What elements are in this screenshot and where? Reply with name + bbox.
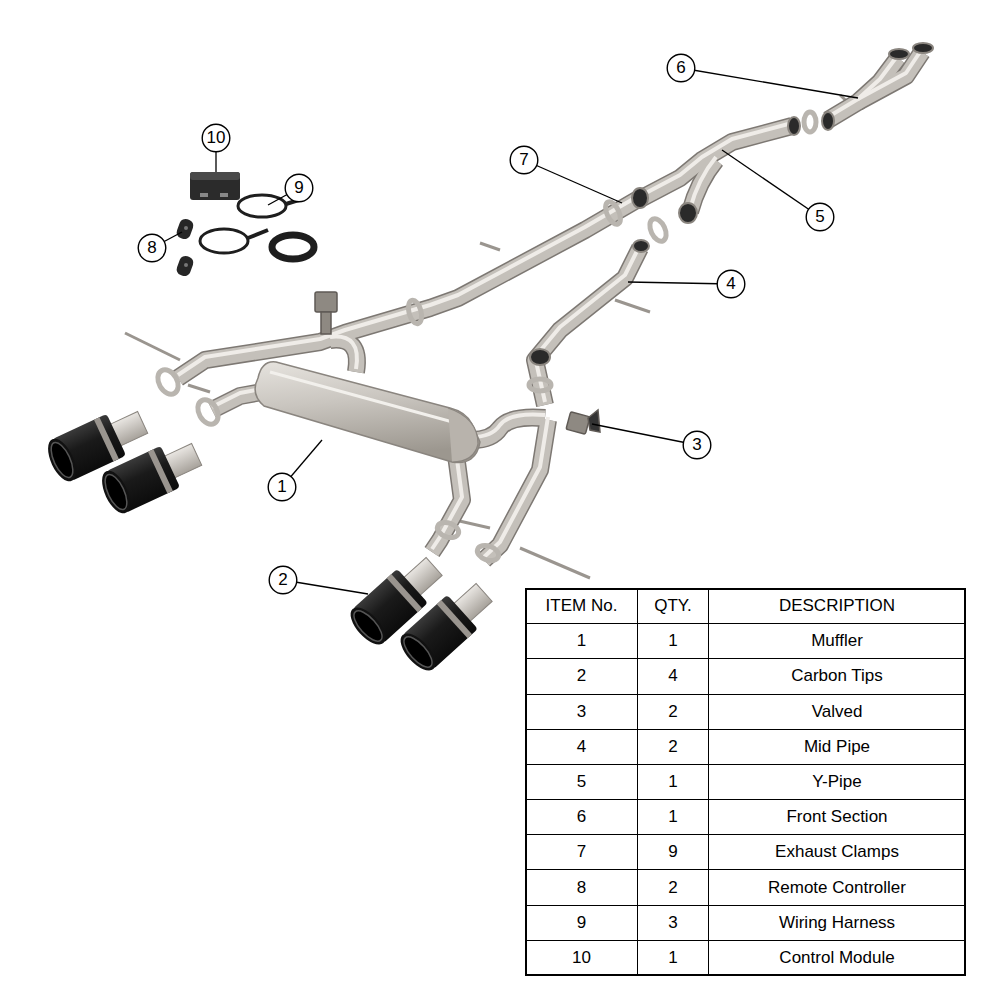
callout-circle: 2 — [268, 565, 298, 595]
table-cell: Valved — [708, 694, 966, 730]
table-cell: Muffler — [708, 623, 966, 659]
table-cell: 4 — [525, 729, 638, 765]
hanger-rods — [125, 95, 856, 578]
callout-number: 1 — [267, 472, 297, 502]
muffler — [255, 362, 480, 463]
callout-circle: 9 — [284, 173, 314, 203]
callout-number: 6 — [666, 53, 696, 83]
table-cell: 1 — [637, 623, 709, 659]
table-cell: 1 — [525, 623, 638, 659]
table-cell: Carbon Tips — [708, 658, 966, 694]
callout-number: 10 — [201, 123, 231, 153]
callout-circle: 4 — [716, 269, 746, 299]
table-cell: Remote Controller — [708, 869, 966, 905]
callout-number: 7 — [509, 145, 539, 175]
pipe-body — [178, 52, 922, 560]
leader-lines — [152, 68, 858, 594]
table-cell: Exhaust Clamps — [708, 834, 966, 870]
callout-number: 2 — [268, 565, 298, 595]
pipe-outline — [178, 52, 922, 560]
table-cell: 2 — [637, 694, 709, 730]
table-cell: Control Module — [708, 940, 966, 976]
table-cell: 9 — [525, 905, 638, 941]
table-header-cell: DESCRIPTION — [708, 588, 966, 624]
callout-circle: 7 — [509, 145, 539, 175]
callout-circle: 3 — [682, 430, 712, 460]
remote-controllers — [175, 217, 195, 278]
valve-actuators — [315, 292, 600, 434]
table-cell: 6 — [525, 799, 638, 835]
callout-circle: 6 — [666, 53, 696, 83]
table-header-cell: QTY. — [637, 588, 709, 624]
carbon-tips — [42, 402, 499, 677]
callout-circle: 1 — [267, 472, 297, 502]
callout-circle: 5 — [805, 202, 835, 232]
table-cell: 2 — [637, 729, 709, 765]
callout-number: 4 — [716, 269, 746, 299]
table-cell: 1 — [637, 940, 709, 976]
pipe-openings — [530, 43, 933, 365]
table-cell: 5 — [525, 764, 638, 800]
table-cell: Front Section — [708, 799, 966, 835]
callout-number: 3 — [682, 430, 712, 460]
callout-circle: 10 — [201, 123, 231, 153]
table-cell: 10 — [525, 940, 638, 976]
table-cell: 3 — [525, 694, 638, 730]
table-cell: 4 — [637, 658, 709, 694]
wiring-harness — [200, 195, 314, 259]
callout-number: 9 — [284, 173, 314, 203]
callout-number: 5 — [805, 202, 835, 232]
table-cell: 9 — [637, 834, 709, 870]
table-cell: 1 — [637, 764, 709, 800]
callout-circle: 8 — [137, 233, 167, 263]
table-cell: 7 — [525, 834, 638, 870]
callout-number: 8 — [137, 233, 167, 263]
control-module — [190, 172, 240, 200]
table-cell: Y-Pipe — [708, 764, 966, 800]
table-cell: Mid Pipe — [708, 729, 966, 765]
exhaust-clamps — [154, 112, 816, 563]
table-cell: 2 — [525, 658, 638, 694]
table-header-cell: ITEM No. — [525, 588, 638, 624]
pipe-shine — [178, 49, 922, 557]
table-cell: 1 — [637, 799, 709, 835]
table-cell: 8 — [525, 869, 638, 905]
table-cell: 2 — [637, 869, 709, 905]
table-frame — [525, 588, 966, 976]
table-cell: 3 — [637, 905, 709, 941]
table-cell: Wiring Harness — [708, 905, 966, 941]
